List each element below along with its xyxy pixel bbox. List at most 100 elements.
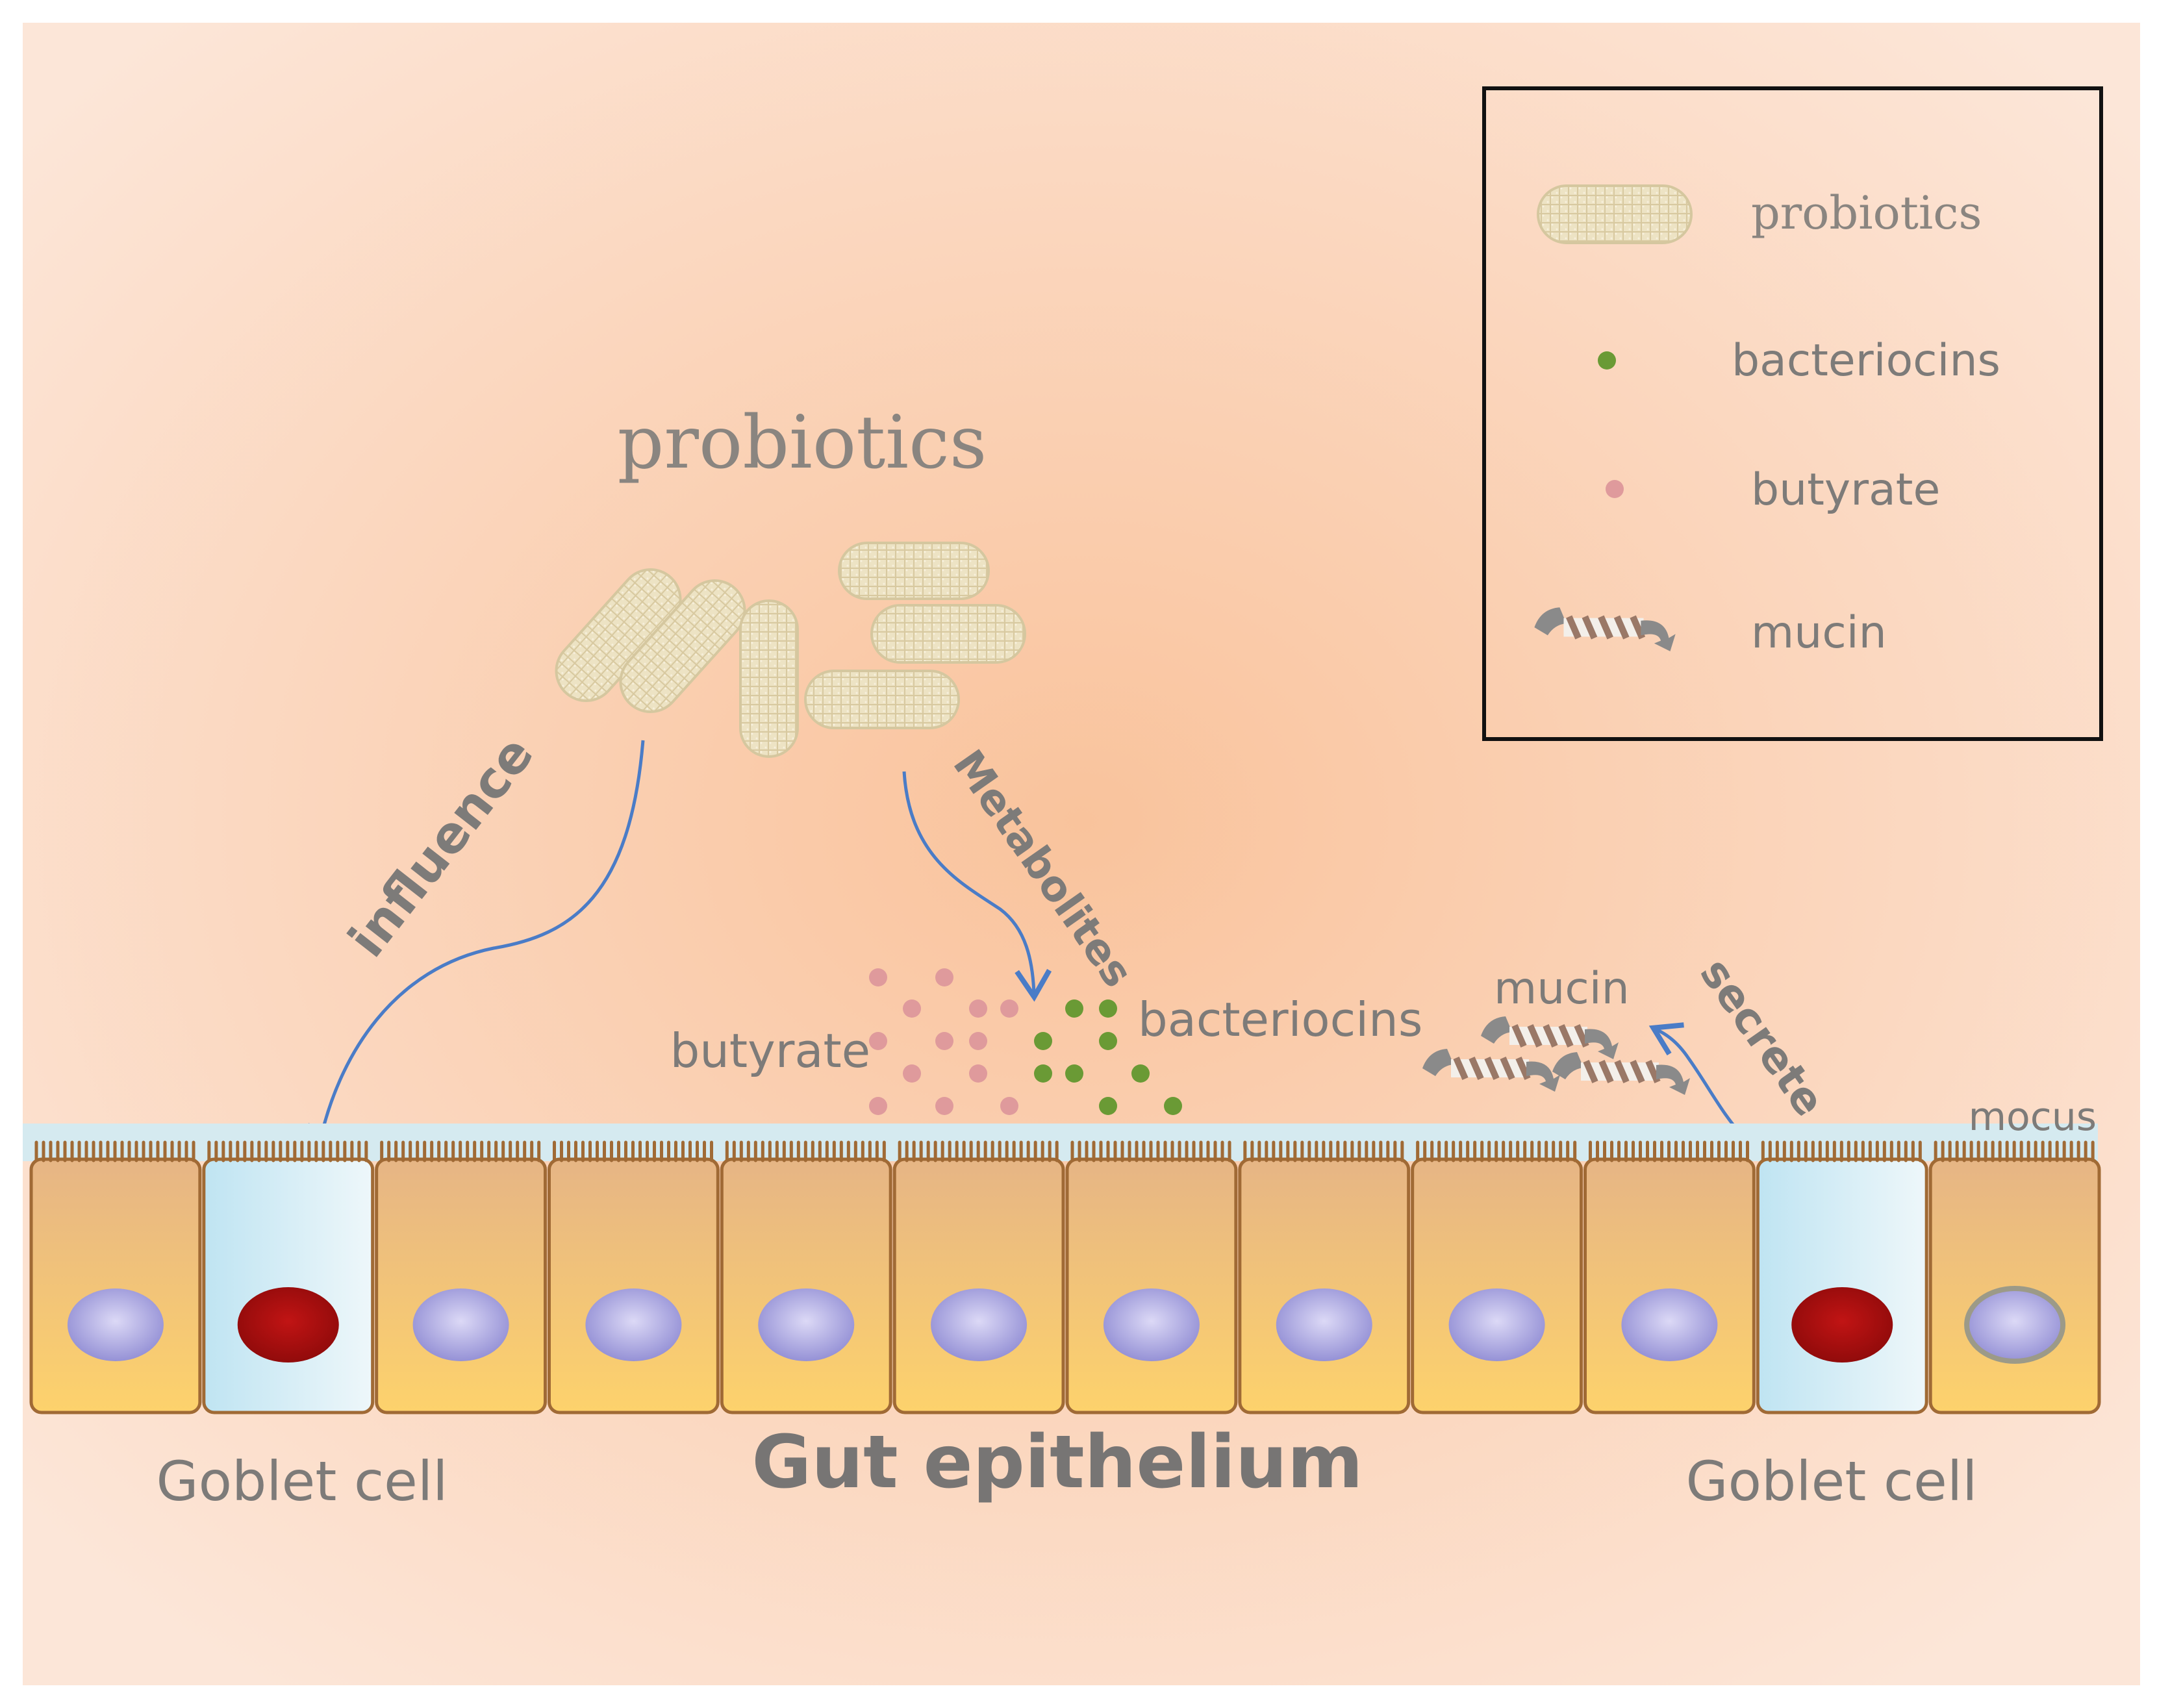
nucleus xyxy=(1448,1288,1545,1361)
butyrate-label: butyrate xyxy=(670,1024,870,1078)
nucleus xyxy=(412,1288,509,1361)
butyrate-dot xyxy=(935,1032,953,1050)
gut-epithelium-label: Gut epithelium xyxy=(751,1420,1363,1505)
goblet-cell xyxy=(202,1140,375,1414)
butyrate-dot xyxy=(869,1032,887,1050)
epithelial-cell xyxy=(375,1140,548,1414)
cell-body xyxy=(375,1157,548,1414)
butyrate-dot xyxy=(869,968,887,986)
cell-body xyxy=(1583,1157,1756,1414)
epithelial-cell xyxy=(1928,1140,2101,1414)
cell-body xyxy=(1238,1157,1411,1414)
nucleus xyxy=(1964,1286,2066,1364)
butyrate-cluster xyxy=(869,968,1018,1115)
probiotics-title: probiotics xyxy=(618,401,987,485)
microvilli xyxy=(898,1140,1059,1162)
pink-dot-icon xyxy=(1606,480,1624,498)
probiotic-rod-3 xyxy=(739,599,799,758)
butyrate-dot xyxy=(869,1097,887,1115)
microvilli xyxy=(725,1140,886,1162)
microvilli xyxy=(1761,1140,1922,1162)
epithelial-cell xyxy=(1065,1140,1238,1414)
cell-body xyxy=(1928,1157,2101,1414)
legend-label-butyrate: butyrate xyxy=(1751,464,1940,516)
green-dot-icon xyxy=(1598,351,1616,370)
nucleus xyxy=(67,1288,164,1361)
bacteriocins-label: bacteriocins xyxy=(1138,992,1422,1047)
legend-label-mucin: mucin xyxy=(1751,607,1887,659)
epithelial-cell xyxy=(29,1140,202,1414)
probiotic-rod-6 xyxy=(804,670,960,729)
microvilli xyxy=(553,1140,713,1162)
butyrate-dot xyxy=(935,968,953,986)
nucleus xyxy=(585,1288,682,1361)
goblet-cell xyxy=(1756,1140,1928,1414)
cell-body xyxy=(720,1157,892,1414)
nucleus xyxy=(1621,1288,1718,1361)
mocus-label: mocus xyxy=(1969,1094,2097,1140)
cell-body xyxy=(1756,1157,1928,1414)
butyrate-dot xyxy=(969,1064,987,1083)
mucus-layer xyxy=(23,1124,2098,1161)
butyrate-dot xyxy=(969,1032,987,1050)
bacteriocin-dot xyxy=(1065,999,1083,1018)
butyrate-dot xyxy=(1000,1097,1018,1115)
epithelial-cell xyxy=(548,1140,720,1414)
cell-body xyxy=(1065,1157,1238,1414)
microvilli xyxy=(1934,1140,2095,1162)
cell-body xyxy=(892,1157,1065,1414)
microvilli xyxy=(1416,1140,1577,1162)
bacteriocin-cluster xyxy=(1034,999,1182,1115)
probiotic-rod-5 xyxy=(870,604,1026,664)
probiotics-cluster xyxy=(555,542,1026,758)
legend-label-probiotics: probiotics xyxy=(1751,186,1982,240)
probiotic-rod-icon xyxy=(1537,184,1693,244)
butyrate-dot xyxy=(969,999,987,1018)
nucleus xyxy=(931,1288,1028,1361)
goblet-nucleus xyxy=(237,1287,339,1363)
epithelial-cell xyxy=(892,1140,1065,1414)
mucin-label: mucin xyxy=(1494,963,1630,1014)
metabolites-arrow xyxy=(902,771,1052,1002)
bacteriocin-dot xyxy=(1034,1032,1052,1050)
goblet-cell-label-left: Goblet cell xyxy=(157,1450,448,1513)
probiotic-rod-4 xyxy=(838,542,990,600)
goblet-nucleus xyxy=(1791,1287,1893,1363)
epithelial-cell xyxy=(1583,1140,1756,1414)
bacteriocin-dot xyxy=(1099,1032,1117,1050)
probiotic-rod-2 xyxy=(619,579,746,713)
butyrate-dot xyxy=(903,999,921,1018)
nucleus xyxy=(1103,1288,1200,1361)
microvilli xyxy=(1589,1140,1749,1162)
microvilli xyxy=(380,1140,541,1162)
cell-body xyxy=(29,1157,202,1414)
epithelial-cell xyxy=(1411,1140,1583,1414)
legend-label-bacteriocins: bacteriocins xyxy=(1732,335,2000,386)
cell-body xyxy=(1411,1157,1583,1414)
butyrate-dot xyxy=(935,1097,953,1115)
bacteriocin-dot xyxy=(1099,999,1117,1018)
bacteriocin-dot xyxy=(1034,1064,1052,1083)
legend-box xyxy=(1482,86,2103,741)
butyrate-dot xyxy=(903,1064,921,1083)
goblet-cell-label-right: Goblet cell xyxy=(1686,1450,1978,1513)
bacteriocin-dot xyxy=(1164,1097,1182,1115)
microvilli xyxy=(1070,1140,1231,1162)
influence-arrow xyxy=(304,740,645,1158)
cell-body xyxy=(202,1157,375,1414)
epithelial-cell xyxy=(720,1140,892,1414)
cell-body xyxy=(548,1157,720,1414)
bacteriocin-dot xyxy=(1099,1097,1117,1115)
epithelium-cells xyxy=(29,1140,2101,1414)
butyrate-dot xyxy=(1000,999,1018,1018)
nucleus xyxy=(758,1288,855,1361)
microvilli xyxy=(1243,1140,1404,1162)
bacteriocin-dot xyxy=(1065,1064,1083,1083)
legend: probiotics bacteriocins butyrate mucin xyxy=(1482,86,2103,741)
microvilli xyxy=(207,1140,368,1162)
bacteriocin-dot xyxy=(1131,1064,1150,1083)
microvilli xyxy=(34,1140,196,1162)
nucleus xyxy=(1276,1288,1372,1361)
epithelial-cell xyxy=(1238,1140,1411,1414)
